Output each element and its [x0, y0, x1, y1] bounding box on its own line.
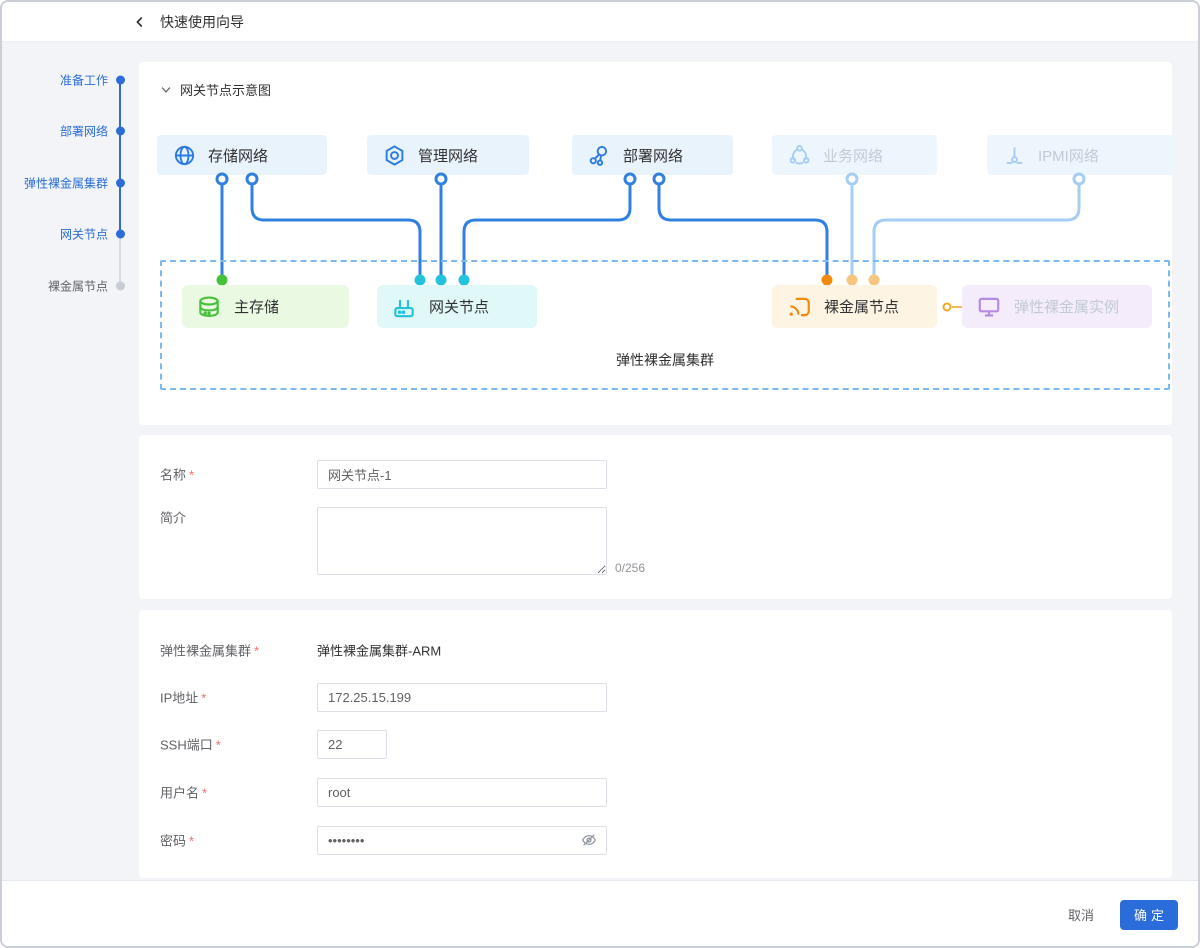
sidebar-step-baremetal[interactable]: 裸金属节点 — [47, 279, 108, 294]
network-chip-label: 部署网络 — [623, 147, 684, 165]
dot-gateway-1 — [414, 274, 426, 286]
ip-input[interactable] — [317, 683, 607, 712]
dot-primary-storage — [216, 274, 228, 286]
stepper-line-active — [119, 80, 121, 234]
cluster-label: 弹性裸金属集群 — [616, 352, 714, 368]
cluster-dashed-box — [160, 260, 1170, 390]
required-mark: * — [189, 467, 195, 483]
port-storage-2 — [245, 172, 259, 186]
node-label: 主存储 — [234, 299, 280, 316]
sidebar-step-prepare[interactable]: 准备工作 — [59, 73, 108, 88]
ip-label: IP地址* — [160, 690, 207, 706]
port-deploy-1 — [623, 172, 637, 186]
required-mark: * — [189, 833, 195, 849]
header-bar: 快速使用向导 — [2, 2, 1198, 42]
basic-form-card: 名称* 简介 0/256 — [139, 435, 1172, 599]
globe-icon — [174, 145, 195, 165]
diagram-card: 网关节点示意图 存储网络 管理网络 部署网络 — [139, 62, 1175, 425]
node-baremetal: 裸金属节点 — [772, 285, 937, 328]
cluster-value: 弹性裸金属集群-ARM — [317, 643, 442, 659]
diagram-section-title: 网关节点示意图 — [180, 83, 272, 98]
node-label: 网关节点 — [429, 299, 490, 316]
confirm-button[interactable]: 确定 — [1119, 899, 1178, 930]
char-counter: 0/256 — [615, 561, 646, 575]
ssh-port-label: SSH端口* — [160, 737, 221, 753]
eye-off-icon[interactable] — [581, 832, 597, 848]
page-title: 快速使用向导 — [160, 13, 244, 30]
back-chevron-icon[interactable] — [132, 14, 148, 30]
cancel-button[interactable]: 取消 — [1068, 905, 1094, 924]
username-label: 用户名* — [160, 785, 208, 801]
cluster-field-label: 弹性裸金属集群* — [160, 643, 260, 659]
port-management — [434, 172, 448, 186]
cluster-ring-icon — [789, 144, 810, 164]
username-input[interactable] — [317, 778, 607, 807]
password-input[interactable] — [317, 826, 607, 855]
network-chip-label: 存储网络 — [208, 147, 269, 165]
name-input[interactable] — [317, 460, 607, 489]
port-ipmi — [1072, 172, 1086, 186]
ground-connector-icon — [1006, 146, 1023, 164]
network-chip-label: IPMI网络 — [1038, 147, 1099, 165]
chevron-down-icon — [161, 86, 171, 93]
network-chip-ipmi: IPMI网络 — [987, 135, 1175, 175]
stepper-line-pending — [119, 234, 121, 286]
required-mark: * — [215, 737, 221, 753]
sidebar-step-network[interactable]: 部署网络 — [59, 124, 108, 139]
dot-baremetal-3 — [868, 274, 880, 286]
required-mark: * — [254, 643, 260, 659]
description-textarea[interactable] — [317, 507, 607, 575]
wizard-stepper: 准备工作 部署网络 弹性裸金属集群 网关节点 裸金属节点 — [2, 42, 139, 912]
node-label: 弹性裸金属实例 — [1014, 299, 1120, 316]
network-chip-business: 业务网络 — [772, 135, 937, 175]
hexagon-nut-icon — [385, 144, 404, 166]
description-label: 简介 — [160, 510, 187, 526]
network-chip-management: 管理网络 — [367, 135, 529, 175]
network-chip-label: 管理网络 — [418, 147, 479, 165]
dot-gateway-2 — [435, 274, 447, 286]
sidebar-step-cluster[interactable]: 弹性裸金属集群 — [23, 176, 108, 191]
step-dot — [115, 75, 125, 85]
database-icon — [199, 295, 219, 317]
step-dot — [115, 281, 125, 291]
cluster-form-card: 弹性裸金属集群* 弹性裸金属集群-ARM IP地址* SSH端口* 用户名* 密… — [139, 610, 1172, 878]
link-line — [952, 306, 962, 308]
node-label: 裸金属节点 — [824, 299, 900, 316]
diagram-section-toggle[interactable]: 网关节点示意图 — [160, 80, 271, 99]
port-deploy-2 — [652, 172, 666, 186]
dot-gateway-3 — [458, 274, 470, 286]
node-primary-storage: 主存储 — [182, 285, 349, 328]
ssh-port-input[interactable] — [317, 730, 387, 759]
required-mark: * — [201, 690, 207, 706]
sidebar-step-gateway[interactable]: 网关节点 — [59, 227, 108, 242]
step-dot — [115, 178, 125, 188]
link-circle — [942, 302, 952, 312]
port-storage-1 — [215, 172, 229, 186]
dot-baremetal-1 — [821, 274, 833, 286]
step-dot — [115, 126, 125, 136]
cast-icon — [789, 297, 810, 316]
step-dot — [115, 229, 125, 239]
network-chip-label: 业务网络 — [823, 147, 884, 165]
node-elastic-instance: 弹性裸金属实例 — [962, 285, 1152, 328]
password-label: 密码* — [160, 833, 195, 849]
name-label: 名称* — [160, 467, 195, 483]
nodes-icon — [589, 145, 608, 166]
network-chip-storage: 存储网络 — [157, 135, 327, 175]
required-mark: * — [202, 785, 208, 801]
monitor-icon — [978, 297, 1000, 317]
dot-baremetal-2 — [846, 274, 858, 286]
port-business — [845, 172, 859, 186]
network-chip-deploy: 部署网络 — [572, 135, 733, 175]
router-icon — [394, 299, 414, 317]
footer-bar: 取消 确定 — [2, 880, 1198, 946]
node-gateway: 网关节点 — [377, 285, 537, 328]
